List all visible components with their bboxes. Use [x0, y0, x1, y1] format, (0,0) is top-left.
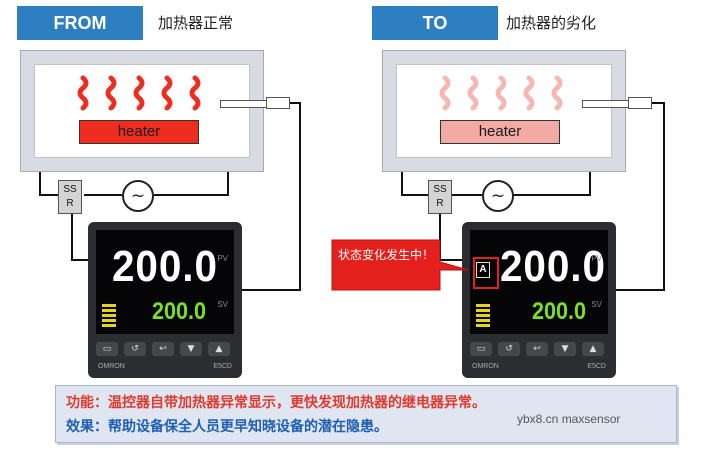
left-sv-tag: SV: [217, 300, 228, 309]
left-ac-source-icon: ~: [122, 180, 154, 212]
left-ssr: SS R: [58, 180, 82, 214]
right-temp-probe-head: [628, 97, 652, 109]
watermark: ybx8.cn maxsensor: [517, 412, 621, 426]
footer-line-2: 效果：帮助设备保全人员更早知晓设备的潜在隐患。: [66, 419, 388, 435]
right-key-down[interactable]: ▼: [554, 342, 576, 356]
from-header: FROM: [17, 6, 143, 40]
to-header: TO: [372, 6, 498, 40]
left-ssr-label: SS R: [63, 184, 77, 209]
right-pv-display: 200.0: [500, 242, 606, 291]
right-model-label: E5CD: [587, 363, 606, 370]
right-sv-display: 200.0: [532, 298, 587, 325]
right-heat-waves-icon: [439, 75, 563, 111]
right-pv-tag: PV: [591, 254, 602, 263]
left-sv-display: 200.0: [152, 298, 207, 325]
right-controller-keys: ▭ ↺ ↩ ▼ ▲: [468, 342, 610, 358]
right-alarm-indicator: A: [476, 262, 490, 278]
left-controller: 200.0 PV 200.0 SV ▭ ↺ ↩ ▼ ▲ OMRON E5CD: [88, 222, 242, 378]
to-caption: 加热器的劣化: [506, 14, 597, 32]
right-heater: heater: [440, 120, 560, 144]
left-key-up[interactable]: ▲: [208, 342, 230, 356]
right-key-cycle[interactable]: ↺: [498, 342, 520, 356]
left-temp-probe-head: [266, 97, 290, 109]
right-controller: 200.0 PV A 200.0 SV ▭ ↺ ↩ ▼ ▲ OMRON E5CD: [462, 222, 616, 378]
right-brand-label: OMRON: [472, 363, 499, 370]
right-oven: [382, 50, 626, 172]
right-key-mode[interactable]: ▭: [470, 342, 492, 356]
left-key-down[interactable]: ▼: [180, 342, 202, 356]
right-ssr-label: SS R: [433, 184, 447, 209]
from-caption: 加热器正常: [158, 14, 234, 32]
right-ssr: SS R: [428, 180, 452, 214]
left-level-bars: [102, 304, 116, 328]
right-sv-tag: SV: [591, 300, 602, 309]
right-key-up[interactable]: ▲: [582, 342, 604, 356]
left-model-label: E5CD: [213, 363, 232, 370]
left-pv-tag: PV: [217, 254, 228, 263]
left-brand-label: OMRON: [98, 363, 125, 370]
left-heater: heater: [79, 120, 199, 144]
left-controller-screen: 200.0 PV 200.0 SV: [96, 230, 234, 334]
left-key-cycle[interactable]: ↺: [124, 342, 146, 356]
right-ac-source-icon: ~: [482, 180, 514, 212]
wire-right-probe: [612, 102, 665, 291]
left-pv-display: 200.0: [112, 242, 218, 291]
footer-box: 功能：温控器自带加热器异常显示，更快发现加热器的继电器异常。 效果：帮助设备保全…: [55, 385, 677, 443]
callout-text: 状态变化发生中！: [337, 248, 434, 262]
left-controller-keys: ▭ ↺ ↩ ▼ ▲: [94, 342, 236, 358]
wire-left-ssr-down: [71, 212, 92, 261]
right-level-bars: [476, 304, 490, 328]
right-controller-screen: 200.0 PV A 200.0 SV: [470, 230, 608, 334]
right-key-return[interactable]: ↩: [526, 342, 548, 356]
left-key-mode[interactable]: ▭: [96, 342, 118, 356]
footer-line-1: 功能：温控器自带加热器异常显示，更快发现加热器的继电器异常。: [66, 395, 486, 411]
alarm-highlight-box: [473, 257, 499, 289]
left-heat-waves-icon: [77, 75, 201, 111]
wire-left-probe: [240, 102, 301, 291]
left-key-return[interactable]: ↩: [152, 342, 174, 356]
